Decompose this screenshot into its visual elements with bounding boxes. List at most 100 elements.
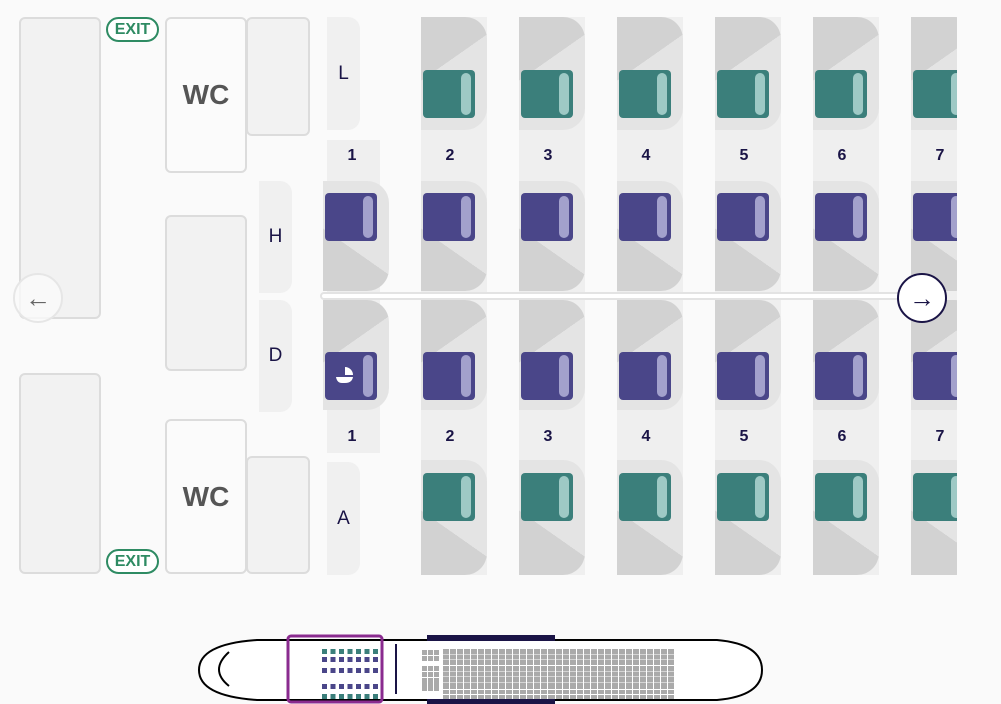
minimap-seat — [668, 695, 674, 699]
seat-7h[interactable] — [913, 193, 957, 241]
minimap-seat — [633, 654, 639, 660]
minimap-seat — [654, 677, 660, 682]
seat-4l[interactable] — [619, 70, 671, 118]
minimap-seat — [584, 666, 590, 671]
minimap-seat — [626, 666, 632, 671]
arrow-right-icon[interactable]: → — [897, 273, 947, 323]
minimap-seat — [577, 666, 583, 671]
seat-5a[interactable] — [717, 473, 769, 521]
minimap-seat — [640, 654, 646, 660]
minimap-seat — [506, 654, 512, 660]
seat-5h[interactable] — [717, 193, 769, 241]
aircraft-minimap[interactable] — [197, 634, 767, 704]
minimap-seat — [471, 649, 477, 654]
minimap-seat — [506, 685, 512, 689]
minimap-seat — [577, 660, 583, 665]
row-number: 4 — [641, 428, 651, 445]
minimap-seat — [647, 695, 653, 699]
seat-3d[interactable] — [521, 352, 573, 400]
seat-3a[interactable] — [521, 473, 573, 521]
minimap-seat — [443, 654, 449, 660]
minimap-seat — [647, 660, 653, 665]
minimap-seat — [626, 690, 632, 694]
minimap-seat — [612, 690, 618, 694]
minimap-seat — [626, 685, 632, 689]
seat-2h[interactable] — [423, 193, 475, 241]
seat-6h[interactable] — [815, 193, 867, 241]
minimap-seat — [499, 660, 505, 665]
minimap-seat — [605, 677, 611, 682]
minimap-seat — [450, 666, 456, 671]
seat-7l[interactable] — [913, 70, 957, 118]
seat-4h[interactable] — [619, 193, 671, 241]
seat-7a[interactable] — [913, 473, 957, 521]
minimap-seat — [534, 666, 540, 671]
minimap-seat — [668, 649, 674, 654]
minimap-seat — [428, 680, 433, 685]
minimap-seat — [478, 654, 484, 660]
arrow-left-icon[interactable]: ← — [13, 273, 63, 323]
minimap-seat — [534, 690, 540, 694]
seat-2a[interactable] — [423, 473, 475, 521]
seat-5l[interactable] — [717, 70, 769, 118]
minimap-seat — [364, 668, 370, 673]
minimap-seat — [434, 672, 439, 677]
seat-back — [657, 476, 667, 518]
minimap-seat — [492, 649, 498, 654]
seat-7d[interactable] — [913, 352, 957, 400]
minimap-seat — [450, 654, 456, 660]
minimap-seat — [492, 690, 498, 694]
minimap-seat — [549, 654, 555, 660]
seat-2l[interactable] — [423, 70, 475, 118]
minimap-seat — [478, 660, 484, 665]
minimap-seat — [640, 671, 646, 677]
galley-block-top — [19, 17, 101, 319]
exit-badge-bottom: EXIT — [106, 549, 159, 574]
minimap-seat — [591, 660, 597, 665]
minimap-seat — [513, 666, 519, 671]
seat-back — [755, 355, 765, 397]
minimap-seat — [443, 666, 449, 671]
minimap-seat — [422, 650, 427, 655]
minimap-seat — [534, 654, 540, 660]
minimap-seat — [422, 680, 427, 685]
minimap-seat — [520, 671, 526, 677]
minimap-seat — [598, 695, 604, 699]
minimap-seat — [464, 649, 470, 654]
minimap-seat — [356, 694, 361, 699]
seat-3l[interactable] — [521, 70, 573, 118]
minimap-seat — [485, 649, 491, 654]
minimap-seat — [322, 649, 327, 654]
seat-6a[interactable] — [815, 473, 867, 521]
minimap-viewport[interactable] — [286, 634, 384, 704]
seat-6l[interactable] — [815, 70, 867, 118]
minimap-seat — [527, 654, 533, 660]
minimap-seat — [492, 677, 498, 682]
minimap-seat — [541, 671, 547, 677]
seat-1d[interactable] — [325, 352, 377, 400]
seat-4a[interactable] — [619, 473, 671, 521]
minimap-seat — [464, 685, 470, 689]
minimap-seat — [330, 668, 336, 673]
seat-2d[interactable] — [423, 352, 475, 400]
minimap-seat — [450, 649, 456, 654]
minimap-seat — [570, 671, 576, 677]
seat-6d[interactable] — [815, 352, 867, 400]
minimap-seat — [570, 677, 576, 682]
minimap-seat — [605, 690, 611, 694]
minimap-seat — [364, 694, 370, 699]
minimap-seat — [443, 660, 449, 665]
minimap-seat — [556, 666, 562, 671]
minimap-seat — [570, 666, 576, 671]
seat-5d[interactable] — [717, 352, 769, 400]
minimap-seat — [347, 684, 353, 689]
minimap-seat — [626, 660, 632, 665]
minimap-seat — [347, 657, 353, 662]
seat-3h[interactable] — [521, 193, 573, 241]
minimap-seat — [485, 690, 491, 694]
minimap-seat — [541, 654, 547, 660]
minimap-seat — [485, 685, 491, 689]
seat-4d[interactable] — [619, 352, 671, 400]
seat-1h[interactable] — [325, 193, 377, 241]
minimap-seat — [661, 690, 667, 694]
